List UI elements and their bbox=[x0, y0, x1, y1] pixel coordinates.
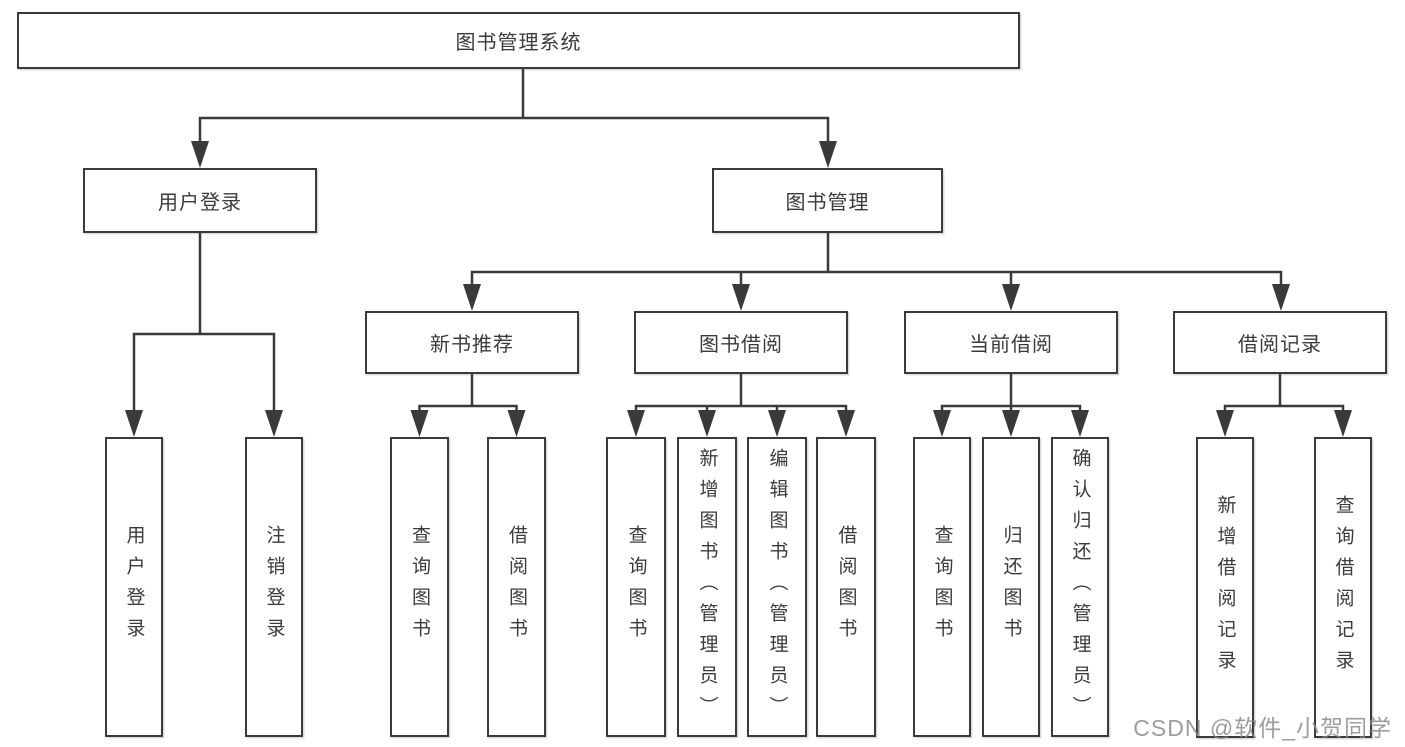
node-book-management: 图书管理 bbox=[712, 168, 943, 233]
leaf-return-books: 归还图书 bbox=[982, 437, 1040, 737]
node-current-borrow: 当前借阅 bbox=[904, 311, 1118, 374]
arrowheads bbox=[125, 141, 1352, 437]
leaf-query-borrow-record: 查询借阅记录 bbox=[1314, 437, 1372, 738]
node-borrow-record: 借阅记录 bbox=[1173, 311, 1387, 374]
node-new-book-recommend: 新书推荐 bbox=[365, 311, 579, 374]
leaf-confirm-return-admin: 确认归还（管理员） bbox=[1051, 437, 1109, 737]
leaf-edit-books-admin: 编辑图书（管理员） bbox=[747, 437, 807, 737]
leaf-borrow-books-1: 借阅图书 bbox=[487, 437, 546, 737]
leaf-add-borrow-record: 新增借阅记录 bbox=[1196, 437, 1254, 738]
leaf-query-books-1: 查询图书 bbox=[390, 437, 449, 737]
leaf-query-books-2: 查询图书 bbox=[606, 437, 666, 737]
node-user-login: 用户登录 bbox=[83, 168, 317, 233]
leaf-borrow-books-2: 借阅图书 bbox=[816, 437, 876, 737]
leaf-add-books-admin: 新增图书（管理员） bbox=[677, 437, 737, 737]
leaf-query-books-3: 查询图书 bbox=[913, 437, 971, 737]
node-book-borrow: 图书借阅 bbox=[634, 311, 848, 374]
leaf-logout: 注销登录 bbox=[245, 437, 303, 737]
node-root: 图书管理系统 bbox=[17, 12, 1020, 69]
leaf-user-login: 用户登录 bbox=[105, 437, 163, 737]
